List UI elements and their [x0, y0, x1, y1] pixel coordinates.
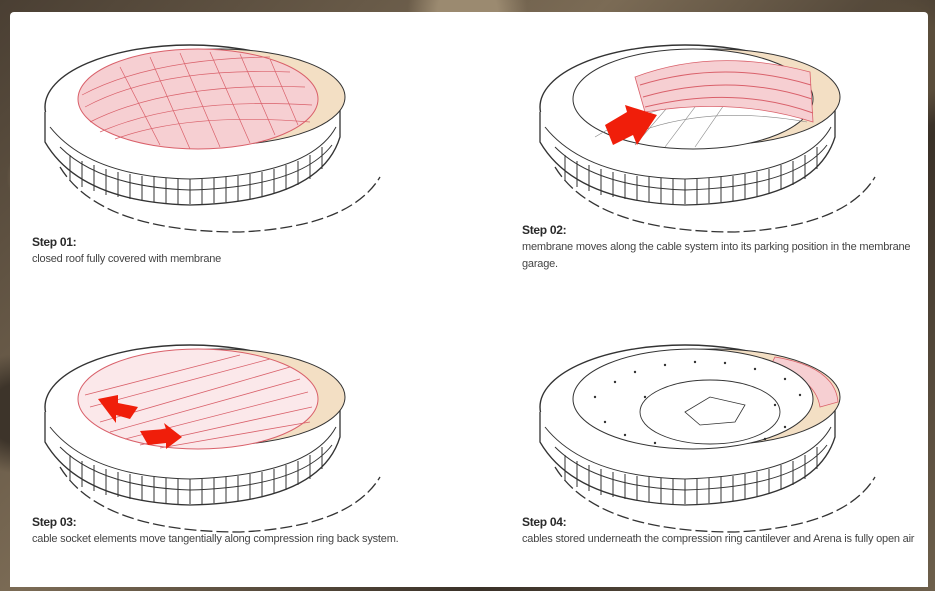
- step-03-panel: [40, 327, 410, 537]
- step-04-panel: [535, 327, 905, 537]
- arena-opening-illustration: [535, 27, 905, 237]
- arena-cable-move-illustration: [40, 327, 410, 537]
- arena-closed-illustration: [40, 27, 410, 237]
- step-02-panel: [535, 27, 905, 237]
- step-02-caption: Step 02: membrane moves along the cable …: [522, 222, 922, 273]
- step-01-title: Step 01:: [32, 234, 462, 251]
- step-04-text: cables stored underneath the compression…: [522, 531, 922, 548]
- step-01-panel: [40, 27, 410, 237]
- step-04-title: Step 04:: [522, 514, 922, 531]
- diagram-sheet: Step 01: closed roof fully covered with …: [10, 12, 928, 587]
- step-02-title: Step 02:: [522, 222, 922, 239]
- step-03-caption: Step 03: cable socket elements move tang…: [32, 514, 472, 548]
- step-01-text: closed roof fully covered with membrane: [32, 251, 462, 268]
- step-01-caption: Step 01: closed roof fully covered with …: [32, 234, 462, 268]
- arena-open-illustration: [535, 327, 905, 537]
- step-03-text: cable socket elements move tangentially …: [32, 531, 472, 548]
- step-03-title: Step 03:: [32, 514, 472, 531]
- step-04-caption: Step 04: cables stored underneath the co…: [522, 514, 922, 548]
- step-02-text: membrane moves along the cable system in…: [522, 239, 922, 273]
